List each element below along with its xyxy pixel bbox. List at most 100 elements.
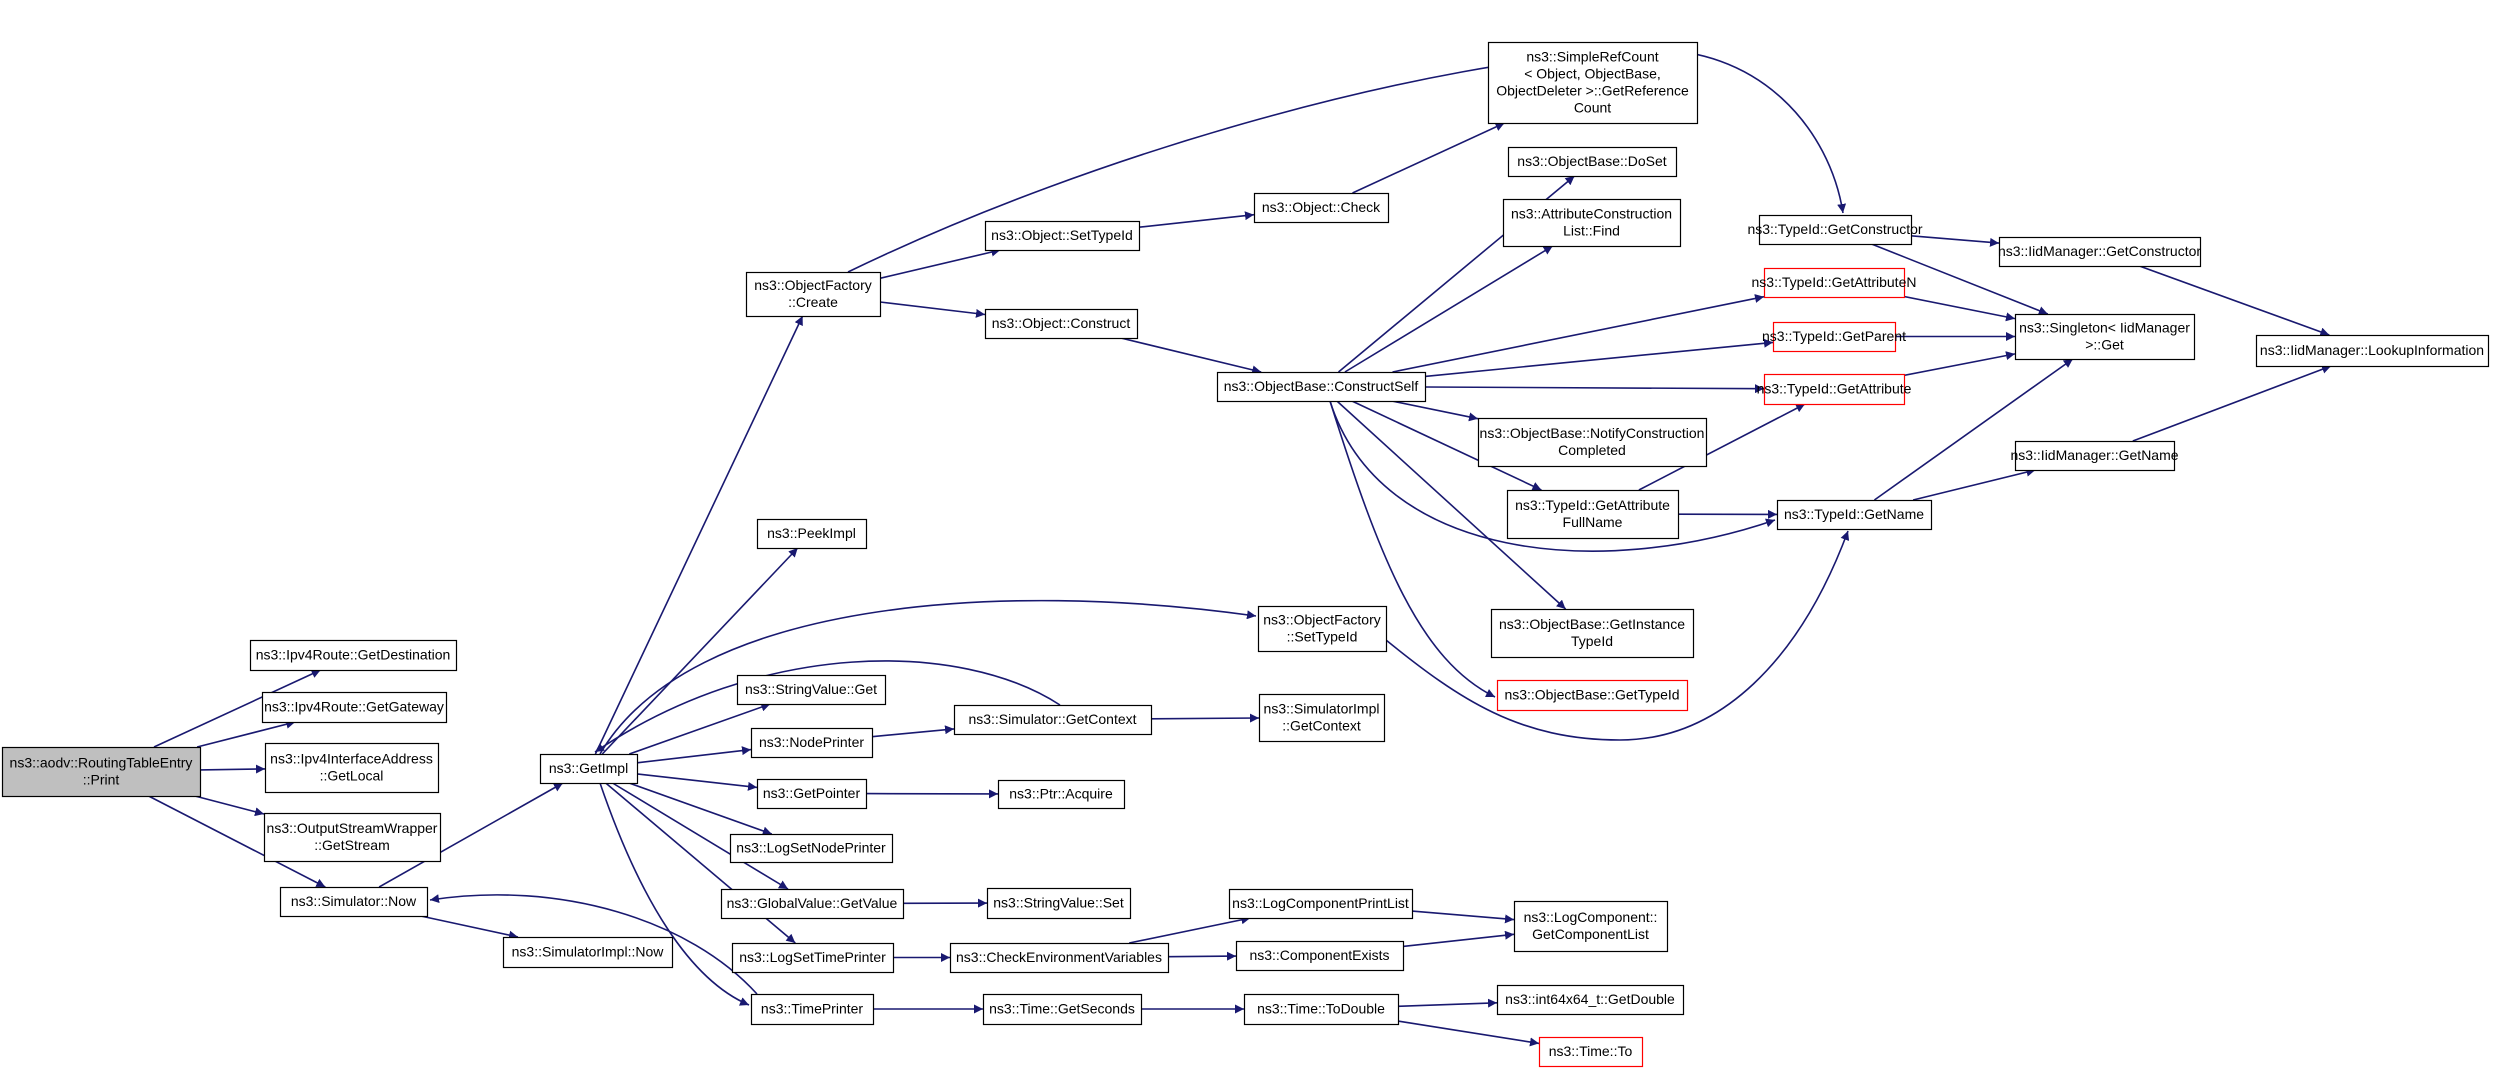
node-getimpl[interactable]: ns3::GetImpl [539,753,639,785]
node-object-construct[interactable]: ns3::Object::Construct [984,308,1139,340]
node-simulator-getcontext[interactable]: ns3::Simulator::GetContext [953,704,1153,736]
node-objectfactory-create[interactable]: ns3::ObjectFactory::Create [745,271,882,318]
node-ipv4route-getdestination[interactable]: ns3::Ipv4Route::GetDestination [249,639,458,672]
node-root[interactable]: ns3::aodv::RoutingTableEntry::Print [1,746,202,798]
node-typeid-getattribute[interactable]: ns3::TypeId::GetAttribute [1757,373,1912,406]
node-timeprinter[interactable]: ns3::TimePrinter [750,993,875,1026]
node-label-line: ns3::PeekImpl [767,525,856,541]
node-label-line: ns3::int64x64_t::GetDouble [1505,991,1675,1007]
node-typeid-getattributen[interactable]: ns3::TypeId::GetAttributeN [1752,267,1917,299]
function-nodes: ns3::aodv::RoutingTableEntry::Printns3::… [1,41,2490,1068]
node-peekimpl[interactable]: ns3::PeekImpl [756,518,868,550]
node-time-todouble[interactable]: ns3::Time::ToDouble [1243,993,1400,1026]
node-label-line: ns3::CheckEnvironmentVariables [956,949,1162,965]
node-time-to[interactable]: ns3::Time::To [1538,1036,1644,1068]
edge-objectbase_constructself-to-typeid_getname [1329,400,1776,552]
node-simulatorimpl-now[interactable]: ns3::SimulatorImpl::Now [502,936,674,969]
edge-getimpl-to-nodeprinter [636,746,752,764]
node-objectbase-gettypeid[interactable]: ns3::ObjectBase::GetTypeId [1496,679,1689,712]
node-int64x64-getdouble[interactable]: ns3::int64x64_t::GetDouble [1496,984,1685,1016]
node-objectbase-doset[interactable]: ns3::ObjectBase::DoSet [1507,146,1678,178]
node-label-line: ns3::Ipv4Route::GetGateway [264,698,444,714]
node-box [502,936,674,969]
edge-simulator_now-to-simulatorimpl_now [420,915,519,940]
node-label-line: ns3::Object::Construct [992,315,1131,331]
node-nodeprinter[interactable]: ns3::NodePrinter [750,727,874,759]
edge-getimpl-to-peekimpl [601,547,799,755]
node-box [720,888,905,920]
edge-root-to-ipv4route_getdestination [153,669,321,748]
edge-objectfactory_create-to-object_construct [879,301,986,318]
edge-objectbase_constructself-to-attributeconstructionlist_find [1344,245,1554,373]
edge-getimpl-to-getpointer [636,773,758,791]
node-box [953,704,1153,736]
node-label-line: ::GetContext [1282,717,1361,733]
edge-objectfactory_create-to-object_settypeid [879,247,1001,280]
node-box [261,691,448,724]
edge-getimpl-to-stringvalue_get [629,702,771,755]
node-ipv4interfaceaddress-getlocal[interactable]: ns3::Ipv4InterfaceAddress::GetLocal [264,742,440,794]
node-box [1507,146,1678,178]
node-componentexists[interactable]: ns3::ComponentExists [1235,940,1405,972]
node-simulator-now[interactable]: ns3::Simulator::Now [279,886,429,918]
node-iidmanager-lookupinformation[interactable]: ns3::IidManager::LookupInformation [2255,334,2490,368]
node-logcomponent-getcomponentlist[interactable]: ns3::LogComponent::GetComponentList [1513,900,1669,953]
node-label-line: ns3::Simulator::Now [291,893,417,909]
node-box [1772,321,1897,353]
node-box [986,887,1132,920]
node-label-line: ns3::TypeId::GetName [1784,506,1924,522]
node-typeid-getparent[interactable]: ns3::TypeId::GetParent [1762,321,1906,353]
node-typeid-getname[interactable]: ns3::TypeId::GetName [1776,499,1933,531]
node-globalvalue-getvalue[interactable]: ns3::GlobalValue::GetValue [720,888,905,920]
node-singleton-iidmanager-get[interactable]: ns3::Singleton< IidManager>::Get [2014,313,2196,361]
node-outputstreamwrapper-getstream[interactable]: ns3::OutputStreamWrapper::GetStream [263,812,442,863]
edge-simulator_getcontext-to-getimpl [594,660,1061,753]
node-label-line: ns3::Time::GetSeconds [989,1000,1135,1016]
node-box [264,742,440,794]
node-box [750,993,875,1026]
node-label-line: ns3::StringValue::Get [745,681,877,697]
node-getpointer[interactable]: ns3::GetPointer [756,778,868,810]
node-ptr-acquire[interactable]: ns3::Ptr::Acquire [997,779,1126,810]
node-box [949,942,1170,974]
node-typeid-getconstructor[interactable]: ns3::TypeId::GetConstructor [1747,214,1923,246]
node-logsettimeprinter[interactable]: ns3::LogSetTimePrinter [731,942,895,974]
node-logcomponentprintlist[interactable]: ns3::LogComponentPrintList [1228,888,1414,920]
node-label-line: ns3::Ipv4Route::GetDestination [256,646,451,662]
node-simplerefcount-getreferencecount[interactable]: ns3::SimpleRefCount< Object, ObjectBase,… [1487,41,1699,125]
node-label-line: ns3::Ipv4InterfaceAddress [270,750,433,766]
node-iidmanager-getname[interactable]: ns3::IidManager::GetName [2010,440,2179,472]
node-box [1496,984,1685,1016]
node-stringvalue-set[interactable]: ns3::StringValue::Set [986,887,1132,920]
edge-typeid_getattributen-to-singleton_iidmanager_get [1903,295,2016,322]
edge-getimpl-to-logsetnodeprinter [628,782,773,836]
node-label-line: ns3::Object::SetTypeId [991,227,1133,243]
node-objectbase-notifyconstructioncompleted[interactable]: ns3::ObjectBase::NotifyConstructionCompl… [1477,417,1708,468]
node-objectbase-constructself[interactable]: ns3::ObjectBase::ConstructSelf [1216,371,1427,403]
node-label-line: ns3::TypeId::GetAttribute [1757,380,1912,396]
node-label-line: TypeId [1571,633,1613,649]
node-box [1763,373,1906,406]
node-object-check[interactable]: ns3::Object::Check [1253,192,1390,224]
node-checkenvironmentvariables[interactable]: ns3::CheckEnvironmentVariables [949,942,1170,974]
node-ipv4route-getgateway[interactable]: ns3::Ipv4Route::GetGateway [261,691,448,724]
node-label-line: GetComponentList [1532,926,1649,942]
node-box [1496,679,1689,712]
node-label-line: ns3::ObjectBase::ConstructSelf [1224,378,1419,394]
node-objectfactory-settypeid[interactable]: ns3::ObjectFactory::SetTypeId [1257,605,1388,653]
edge-iidmanager_getconstructor-to-iidmanager_lookupinformation [2139,265,2330,337]
node-box [1776,499,1933,531]
edge-getimpl-to-objectfactory_settypeid [599,599,1257,755]
node-simulatorimpl-getcontext[interactable]: ns3::SimulatorImpl::GetContext [1258,693,1386,743]
node-stringvalue-get[interactable]: ns3::StringValue::Get [736,674,887,706]
node-box [1257,605,1388,653]
node-object-settypeid[interactable]: ns3::Object::SetTypeId [984,220,1141,252]
node-time-getseconds[interactable]: ns3::Time::GetSeconds [982,993,1143,1026]
node-iidmanager-getconstructor[interactable]: ns3::IidManager::GetConstructor [1998,236,2201,268]
node-label-line: ns3::IidManager::GetConstructor [1998,243,2201,259]
node-logsetnodeprinter[interactable]: ns3::LogSetNodePrinter [729,833,894,864]
node-box [1,746,202,798]
